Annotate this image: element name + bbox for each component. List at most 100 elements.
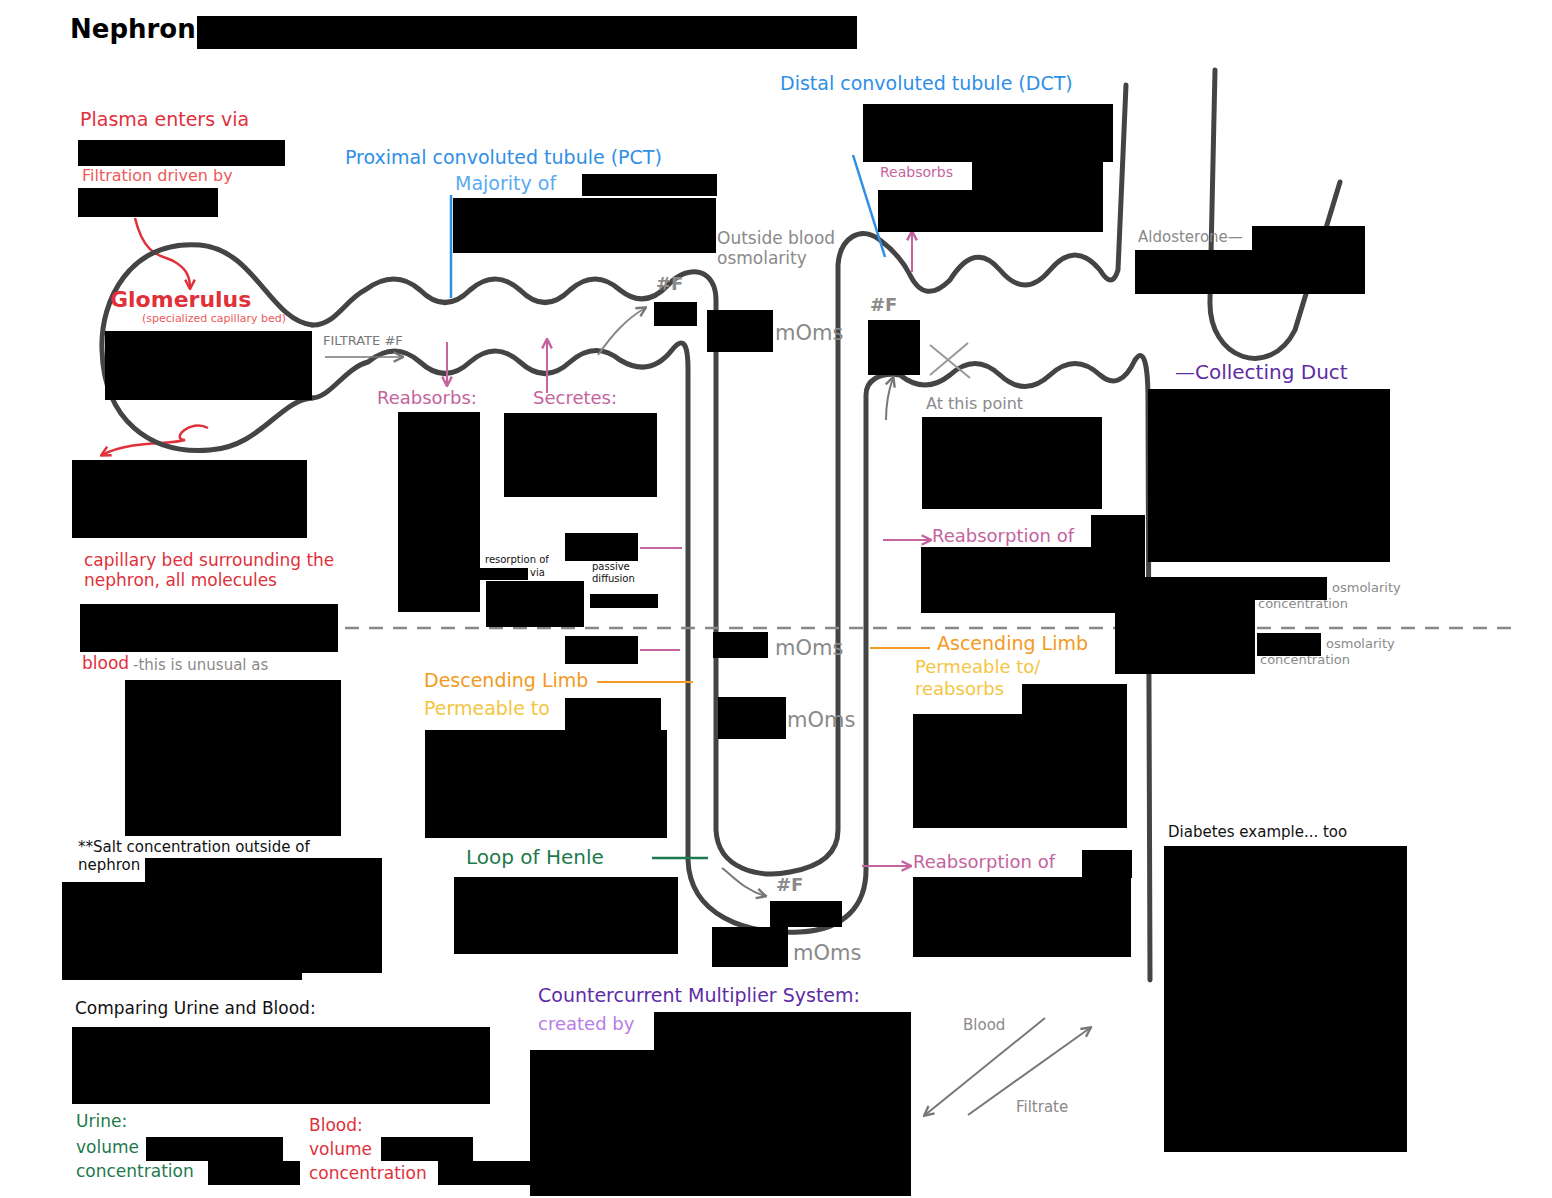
redaction-box [878,190,1103,232]
text-label: created by [538,1013,634,1035]
cross-mark [930,343,970,378]
redaction-box [921,547,1145,613]
redaction-box [1164,846,1407,1152]
text-label: Diabetes example... too [1168,823,1347,841]
redaction-box [1082,850,1132,878]
redaction-box [453,198,716,253]
redaction-box [78,140,285,166]
text-label: Distal convoluted tubule (DCT) [780,72,1085,95]
redaction-box [770,901,842,927]
flow-arrow [546,340,548,393]
redaction-box [480,568,528,580]
text-label: concentration [309,1163,427,1183]
text-label: Majority of [455,172,556,195]
flow-arrow [598,308,645,355]
redaction-box [1115,577,1255,674]
text-label: osmolarity concentration [1260,636,1420,667]
flow-arrow [883,539,930,541]
leader-line [597,681,693,683]
text-label: osmolarity concentration [1258,580,1418,611]
text-label: Filtration driven by [82,166,233,185]
redaction-box [565,636,638,664]
redaction-box [1135,250,1365,294]
boundary-line [345,627,1520,630]
tubule-wall [312,85,1126,874]
redaction-box [654,1012,911,1050]
text-label: volume [309,1139,372,1159]
text-label: Permeable to/ reabsorbs [915,656,1065,699]
text-label: Filtrate [1016,1098,1068,1116]
redaction-box [1148,389,1390,562]
node-title: Glomerulus [110,287,251,313]
text-label: #F [656,273,683,295]
text-label: Secretes: [533,387,617,409]
text-label: —Collecting Duct [1175,360,1348,384]
redaction-box [712,927,788,967]
redaction-box [913,714,1127,828]
redaction-box [438,1161,530,1185]
redaction-box [1257,633,1321,656]
redaction-box [590,594,658,608]
text-label: volume [76,1137,139,1157]
redaction-box [80,604,338,652]
text-label: #F [870,294,897,316]
redaction-box [208,1161,300,1185]
text-label: Reabsorbs [880,164,953,181]
text-label: Reabsorbs: [377,387,477,409]
redaction-box [105,331,312,400]
redaction-box [863,104,1113,162]
redaction-box [972,162,1103,192]
leader-line [652,857,708,860]
redaction-box [398,412,480,612]
redaction-box [913,877,1131,957]
leader-line [450,195,453,298]
flow-arrow [722,868,765,896]
redaction-box [381,1137,473,1161]
redaction-box [565,533,638,561]
text-label: #F [776,874,803,896]
flow-arrow [862,865,910,867]
redaction-box [72,460,307,538]
redaction-box [146,1137,283,1161]
text-label: **Salt concentration outside of nephron [78,838,368,874]
text-label: Proximal convoluted tubule (PCT) [345,146,662,169]
text-label: mOms [787,708,855,733]
node-subtitle: (specialized capillary bed) [142,312,286,325]
redaction-box [1252,226,1365,266]
redaction-box [565,698,661,732]
redaction-box [707,310,773,352]
capsule-wall [102,245,312,451]
tubule-wall [1210,70,1340,358]
redaction-box [713,632,768,658]
text-label: Loop of Henle [466,845,604,869]
text-label: mOms [793,941,861,966]
text-label: FILTRATE #F [323,333,403,349]
leader-line [870,647,930,649]
text-label: Ascending Limb [937,632,1088,655]
redaction-box [486,581,584,627]
redaction-box [582,174,717,196]
flow-arrow [886,378,893,420]
flow-arrow [135,218,190,288]
redaction-box [197,16,857,49]
redaction-box [78,188,218,217]
text-label: At this point [926,394,1023,413]
redaction-box [425,730,667,838]
redaction-box [1022,684,1127,714]
leader-line [640,547,682,549]
redaction-box [868,320,920,375]
redaction-box [718,697,786,739]
redaction-box [62,882,302,980]
text-label: capillary bed surrounding the nephron, a… [84,550,359,591]
redaction-box [654,302,697,326]
text-label: mOms [775,636,843,661]
text-label: blood [82,653,129,673]
flow-arrow [325,356,402,358]
text-label: Blood: [309,1115,363,1135]
text-label: Countercurrent Multiplier System: [538,984,860,1007]
redaction-box [72,1027,490,1104]
redaction-box [125,680,341,836]
text-label: passive diffusion [592,561,647,585]
